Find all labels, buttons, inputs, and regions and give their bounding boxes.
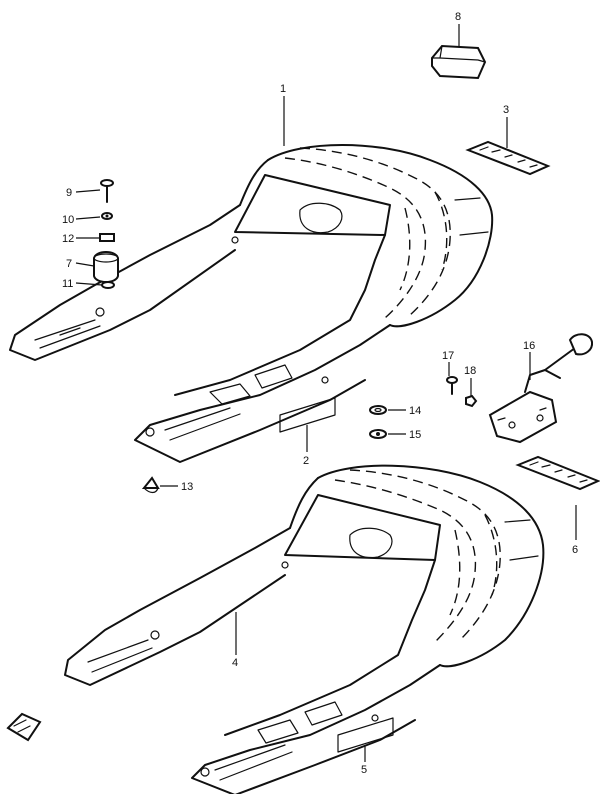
clip	[141, 476, 160, 494]
bolt	[100, 179, 114, 203]
callout-1: 1	[280, 83, 286, 95]
callout-10: 10	[62, 214, 74, 226]
callout-12: 12	[62, 233, 74, 245]
callout-13: 13	[181, 481, 193, 493]
part-5-pad	[337, 717, 394, 753]
callout-11: 11	[62, 278, 73, 290]
front-arrow-icon	[6, 712, 42, 742]
seat-tail-cowl-upper	[9, 144, 494, 463]
seat-lock-bracket	[488, 333, 594, 444]
callout-2: 2	[303, 455, 309, 467]
washer-11	[101, 281, 115, 289]
callout-3: 3	[503, 104, 509, 116]
emblem-lower	[515, 455, 600, 491]
callout-6: 6	[572, 544, 578, 556]
callout-7: 7	[66, 258, 72, 270]
seat-tail-cowl-lower	[64, 464, 545, 796]
callout-18: 18	[464, 365, 476, 377]
callout-5: 5	[361, 764, 367, 776]
spacer-12	[99, 233, 115, 242]
leader-lines	[75, 24, 577, 762]
callout-14: 14	[409, 405, 421, 417]
callout-16: 16	[523, 340, 535, 352]
rubber-cushion	[93, 251, 119, 283]
cushion-block	[431, 44, 487, 80]
screw-17	[446, 376, 458, 395]
callout-4: 4	[232, 657, 238, 669]
callout-15: 15	[409, 429, 421, 441]
callout-8: 8	[455, 11, 461, 23]
emblem-upper	[465, 140, 551, 176]
nut-18	[465, 394, 478, 408]
grommet-15	[369, 429, 387, 439]
callouts: 1 2 3 4 5 6 7 8 9 10 11 12 13 14 15 16 1…	[62, 11, 578, 776]
callout-17: 17	[442, 350, 454, 362]
callout-9: 9	[66, 187, 72, 199]
washer-14	[369, 405, 387, 415]
washer-10	[101, 212, 113, 220]
part-2-pad	[279, 397, 336, 433]
